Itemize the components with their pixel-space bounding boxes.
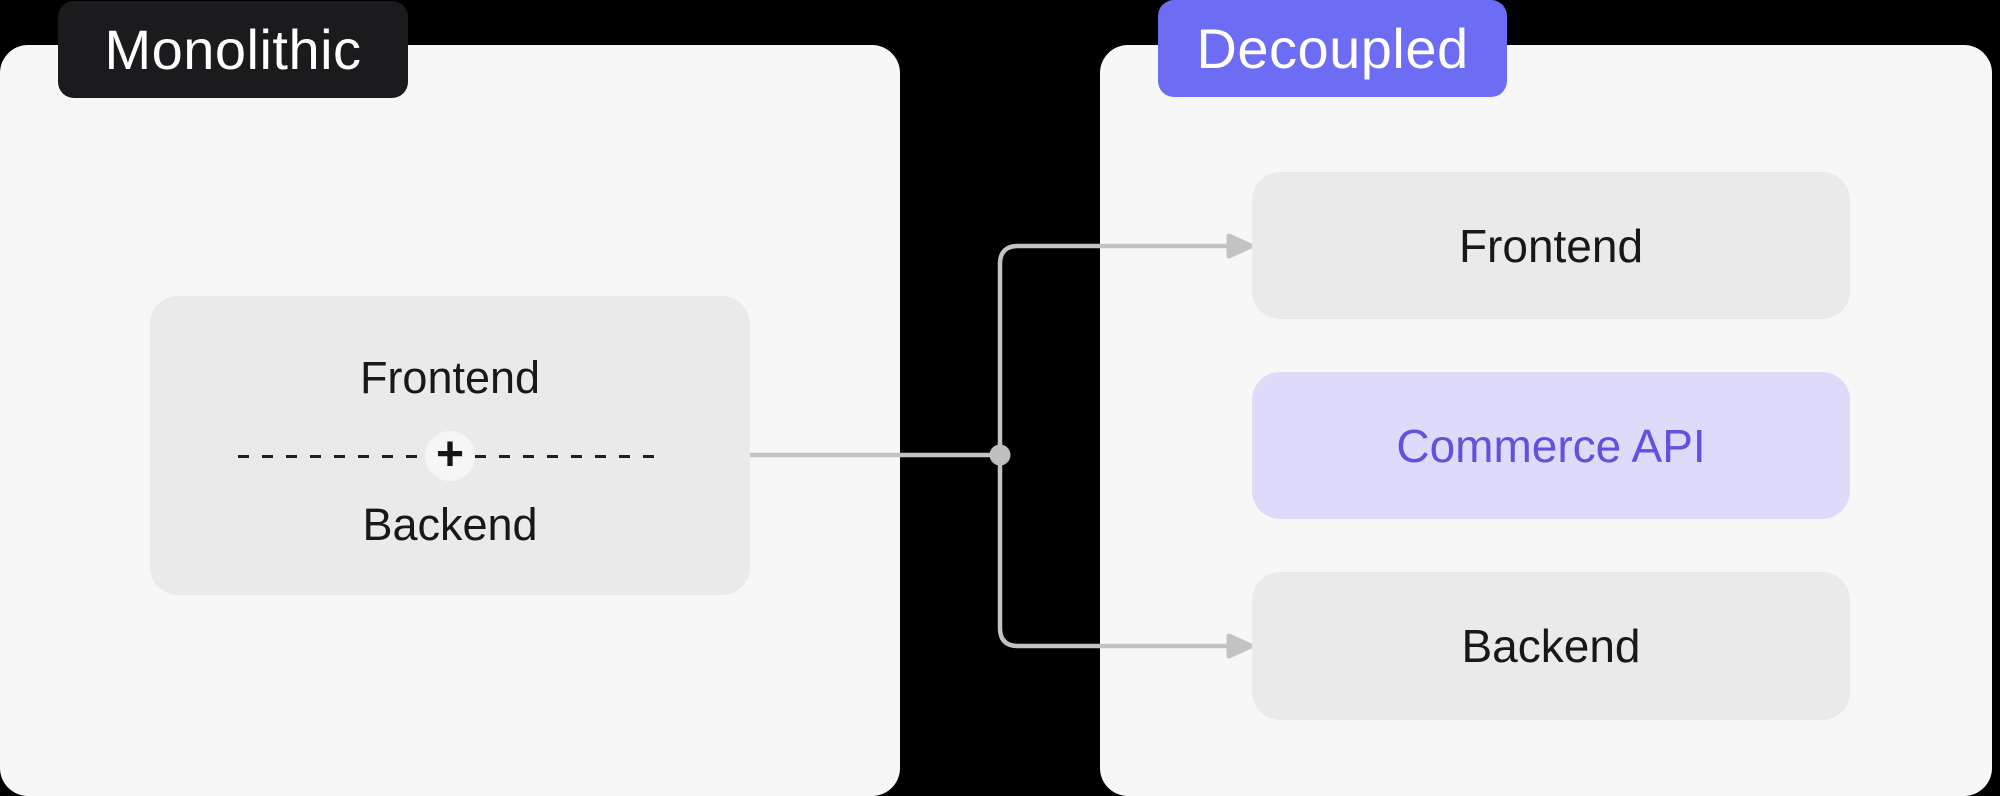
monolithic-backend-text: Backend bbox=[362, 499, 538, 550]
dashed-line-left bbox=[238, 455, 425, 458]
dashed-line-right bbox=[475, 455, 662, 458]
decoupled-box-commerce-api: Commerce API bbox=[1252, 372, 1850, 519]
decoupled-backend-text: Backend bbox=[1461, 620, 1641, 672]
monolithic-label-text: Monolithic bbox=[104, 18, 362, 81]
monolithic-frontend-text: Frontend bbox=[359, 352, 541, 403]
monolithic-box: Frontend + Backend bbox=[150, 296, 750, 595]
decoupled-label: Decoupled bbox=[1158, 0, 1507, 97]
monolithic-label: Monolithic bbox=[58, 1, 408, 98]
decoupled-frontend-text: Frontend bbox=[1458, 219, 1644, 272]
junction-dot bbox=[989, 444, 1011, 466]
commerce-api-text: Commerce API bbox=[1396, 419, 1706, 472]
plus-icon: + bbox=[425, 430, 475, 481]
decoupled-label-text: Decoupled bbox=[1196, 17, 1469, 80]
frontend-backend-divider: + bbox=[150, 426, 750, 486]
decoupled-box-backend: Backend bbox=[1252, 572, 1850, 720]
decoupled-box-frontend: Frontend bbox=[1252, 172, 1850, 319]
